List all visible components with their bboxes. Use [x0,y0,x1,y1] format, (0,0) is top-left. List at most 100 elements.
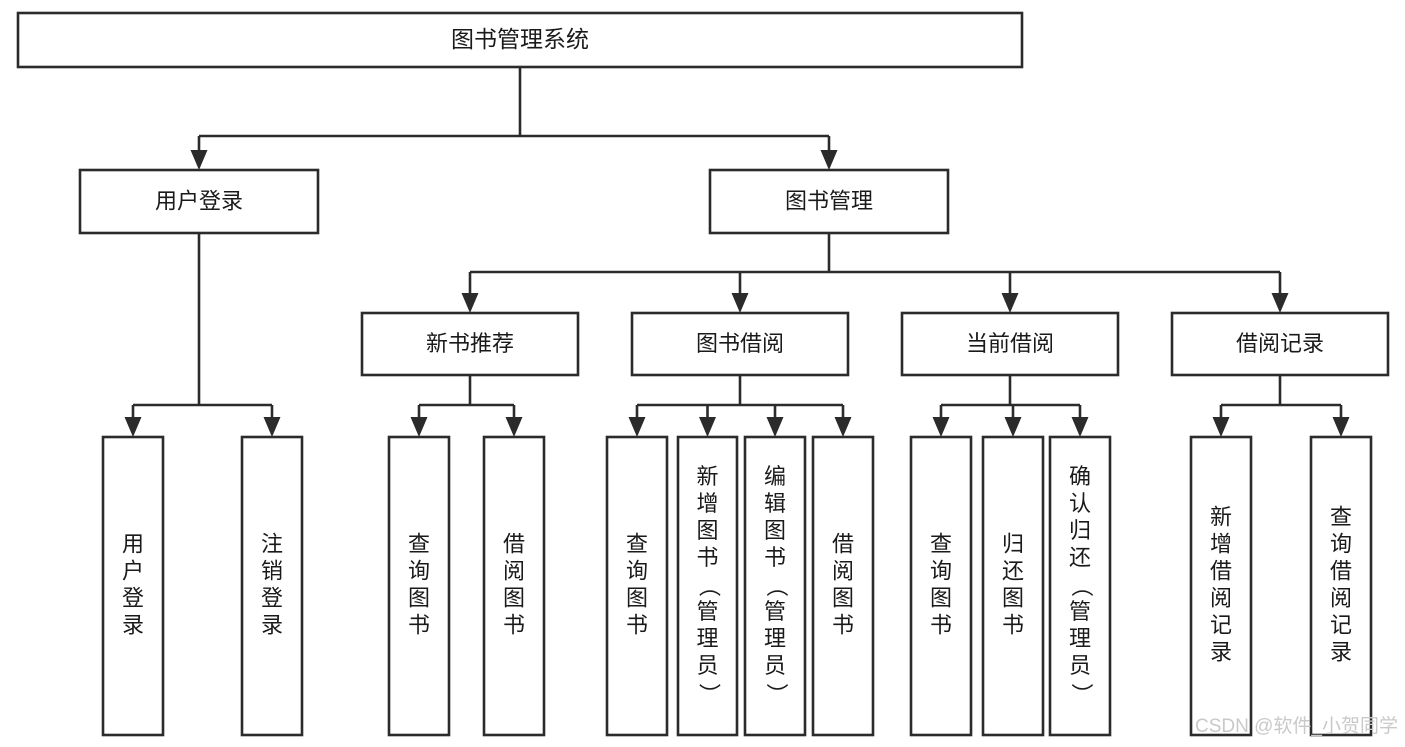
leaf-node-12-rect[interactable] [1309,435,1373,737]
level3-node-1[interactable]: 图书借阅 [630,311,850,377]
vlabel-char: 登 [122,585,144,610]
arrow-head-icon [1332,417,1350,437]
vlabel-char: 图 [930,585,952,610]
vlabel-char: 书 [832,612,854,637]
vlabel-char: 图 [408,585,430,610]
vlabel-char: 登 [261,585,283,610]
vlabel-char: 录 [122,612,144,637]
vlabel-char: 管 [764,599,786,624]
leaf-node-3-rect[interactable] [482,435,546,737]
arrow-head-icon [461,293,479,313]
vlabel-char: 理 [764,626,786,651]
vlabel-char: 新 [696,464,718,489]
vlabel-char: 图 [1002,585,1024,610]
level3-node-3-rect[interactable] [1170,311,1390,377]
vlabel-char: ） [1069,683,1094,705]
nodes-layer: 图书管理系统用户登录图书管理新书推荐图书借阅当前借阅借阅记录用户登录注销登录查询… [16,11,1390,737]
vlabel-char: 借 [832,531,854,556]
vlabel-char: 查 [1330,504,1352,529]
level3-node-1-rect[interactable] [630,311,850,377]
leaf-node-7-rect[interactable] [811,435,875,737]
level2-node-0-rect[interactable] [78,168,320,235]
arrow-head-icon [410,417,428,437]
vlabel-char: 书 [626,612,648,637]
leaf-node-6-rect[interactable] [743,435,807,737]
level3-node-2[interactable]: 当前借阅 [900,311,1120,377]
leaf-node-5-rect[interactable] [676,435,739,737]
vlabel-char: 注 [261,531,283,556]
arrow-head-icon [699,417,716,437]
level3-node-1-label: 图书借阅 [696,331,784,356]
root-node-rect[interactable] [16,11,1024,69]
vlabel-char: 销 [261,558,283,583]
vlabel-char: 还 [1002,558,1024,583]
vlabel-char: 归 [1069,518,1091,543]
arrow-head-icon [190,150,208,170]
level2-node-1[interactable]: 图书管理 [708,168,950,235]
vlabel-char: 录 [261,612,283,637]
level2-node-1-rect[interactable] [708,168,950,235]
vlabel-char: ） [764,683,789,705]
vlabel-char: 阅 [1330,585,1352,610]
vlabel-char: 阅 [832,558,854,583]
vlabel-char: 查 [930,531,952,556]
vlabel-char: 借 [1210,558,1232,583]
leaf-node-1-rect[interactable] [240,435,304,737]
vlabel-char: 询 [1330,531,1352,556]
vlabel-char: 增 [1210,531,1232,556]
leaf-node-4-rect[interactable] [605,435,669,737]
vlabel-char: 阅 [503,558,525,583]
level2-node-0[interactable]: 用户登录 [78,168,320,235]
level3-node-0[interactable]: 新书推荐 [360,311,580,377]
vlabel-char: 管 [1069,599,1091,624]
leaf-node-2-rect[interactable] [387,435,451,737]
vlabel-char: 图 [832,585,854,610]
leaf-node-10-rect[interactable] [1048,435,1112,737]
arrow-head-icon [932,417,950,437]
vlabel-char: 书 [696,545,718,570]
arrow-head-icon [1271,293,1289,313]
level3-node-3[interactable]: 借阅记录 [1170,311,1390,377]
vlabel-char: ） [697,683,722,705]
root-node[interactable]: 图书管理系统 [16,11,1024,69]
level3-node-2-rect[interactable] [900,311,1120,377]
vlabel-char: 图 [626,585,648,610]
vlabel-char: 编 [764,464,786,489]
leaf-node-0[interactable]: 用户登录 [101,435,165,737]
leaf-node-8-rect[interactable] [909,435,973,737]
vlabel-char: 查 [408,531,430,556]
leaf-node-9-rect[interactable] [981,435,1045,737]
vlabel-char: 理 [1069,626,1091,651]
vlabel-char: 户 [122,558,144,583]
leaf-node-11-rect[interactable] [1189,435,1253,737]
level3-node-0-rect[interactable] [360,311,580,377]
leaf-node-0-rect[interactable] [101,435,165,737]
vlabel-char: 录 [1330,639,1352,664]
vlabel-char: 确 [1069,464,1091,489]
vlabel-char: 辑 [764,491,786,516]
vlabel-char: 书 [1002,612,1024,637]
vlabel-char: （ [697,575,722,597]
vlabel-char: 书 [930,612,952,637]
